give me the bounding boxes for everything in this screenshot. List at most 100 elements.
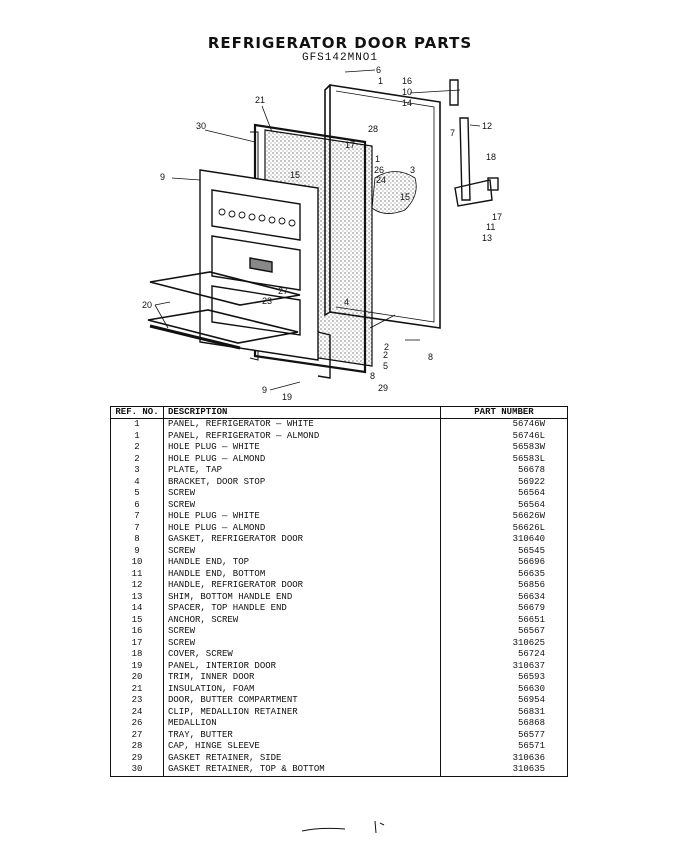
description-cell: TRAY, BUTTER [163, 729, 441, 741]
callout: 7 [450, 128, 455, 138]
callout: 17 [492, 212, 502, 222]
callout: 12 [482, 121, 492, 131]
description-cell: GASKET RETAINER, SIDE [163, 752, 441, 764]
ref-cell: 10 [110, 557, 164, 569]
ref-cell: 18 [110, 649, 164, 661]
ref-cell: 5 [110, 488, 164, 500]
callout: 30 [196, 121, 206, 131]
part-number-cell: 56564 [440, 499, 568, 511]
description-cell: SCREW [163, 499, 441, 511]
part-number-cell: 56634 [440, 591, 568, 603]
ref-cell: 23 [110, 695, 164, 707]
callout: 8 [370, 371, 375, 381]
description-cell: SCREW [163, 488, 441, 500]
description-cell: BRACKET, DOOR STOP [163, 476, 441, 488]
part-number-cell: 56746W [440, 418, 568, 431]
part-number-cell: 56545 [440, 545, 568, 557]
description-cell: GASKET, REFRIGERATOR DOOR [163, 534, 441, 546]
callout: 24 [376, 175, 386, 185]
callout: 9 [262, 385, 267, 395]
ref-cell: 4 [110, 476, 164, 488]
header-part-number: PART NUMBER [440, 406, 568, 419]
ref-cell: 12 [110, 580, 164, 592]
description-cell: PLATE, TAP [163, 465, 441, 477]
description-cell: ANCHOR, SCREW [163, 614, 441, 626]
ref-cell: 29 [110, 752, 164, 764]
callout: 15 [290, 170, 300, 180]
callout: 15 [400, 192, 410, 202]
ref-cell: 6 [110, 499, 164, 511]
part-number-cell: 56922 [440, 476, 568, 488]
description-cell: SCREW [163, 626, 441, 638]
ref-cell: 2 [110, 442, 164, 454]
part-number-cell: 310636 [440, 752, 568, 764]
part-number-cell: 56651 [440, 614, 568, 626]
part-number-cell: 310640 [440, 534, 568, 546]
ref-cell: 1 [110, 418, 164, 431]
description-cell: SCREW [163, 545, 441, 557]
part-number-cell: 310637 [440, 660, 568, 672]
part-number-cell: 56626L [440, 522, 568, 534]
callout: 26 [374, 165, 384, 175]
callout: 6 [376, 65, 381, 75]
description-cell: CLIP, MEDALLION RETAINER [163, 706, 441, 718]
header-description: DESCRIPTION [163, 406, 441, 419]
description-cell: HOLE PLUG — WHITE [163, 511, 441, 523]
ref-cell: 30 [110, 764, 164, 777]
callout: 23 [262, 296, 272, 306]
ref-cell: 7 [110, 522, 164, 534]
part-number-cell: 56954 [440, 695, 568, 707]
model-number: GFS142MNO1 [301, 52, 378, 64]
description-cell: HOLE PLUG — ALMOND [163, 522, 441, 534]
callout: 17 [345, 140, 355, 150]
description-cell: PANEL, REFRIGERATOR — ALMOND [163, 430, 441, 442]
part-number-cell: 56724 [440, 649, 568, 661]
part-number-cell: 56564 [440, 488, 568, 500]
ref-cell: 19 [110, 660, 164, 672]
parts-table-header: REF. NO. DESCRIPTION PART NUMBER [110, 406, 568, 419]
description-cell: SPACER, TOP HANDLE END [163, 603, 441, 615]
ref-cell: 1 [110, 430, 164, 442]
description-cell: CAP, HINGE SLEEVE [163, 741, 441, 753]
ref-cell: 21 [110, 683, 164, 695]
leader-lines [154, 69, 481, 391]
ref-cell: 17 [110, 637, 164, 649]
callout-numbers: 30 21 9 20 27 23 9 19 6 1 28 17 1 26 24 … [142, 65, 502, 402]
handwritten-mark [301, 820, 385, 834]
description-cell: HANDLE END, TOP [163, 557, 441, 569]
callout: 11 [486, 222, 495, 232]
ref-cell: 13 [110, 591, 164, 603]
part-number-cell: 56696 [440, 557, 568, 569]
description-cell: PANEL, INTERIOR DOOR [163, 660, 441, 672]
part-number-cell: 56831 [440, 706, 568, 718]
description-cell: COVER, SCREW [163, 649, 441, 661]
description-cell: HOLE PLUG — WHITE [163, 442, 441, 454]
description-cell: GASKET RETAINER, TOP & BOTTOM [163, 764, 441, 777]
part-number-cell: 56679 [440, 603, 568, 615]
callout: 8 [428, 352, 433, 362]
ref-cell: 14 [110, 603, 164, 615]
part-number-cell: 56567 [440, 626, 568, 638]
part-number-cell: 56626W [440, 511, 568, 523]
part-number-cell: 56630 [440, 683, 568, 695]
